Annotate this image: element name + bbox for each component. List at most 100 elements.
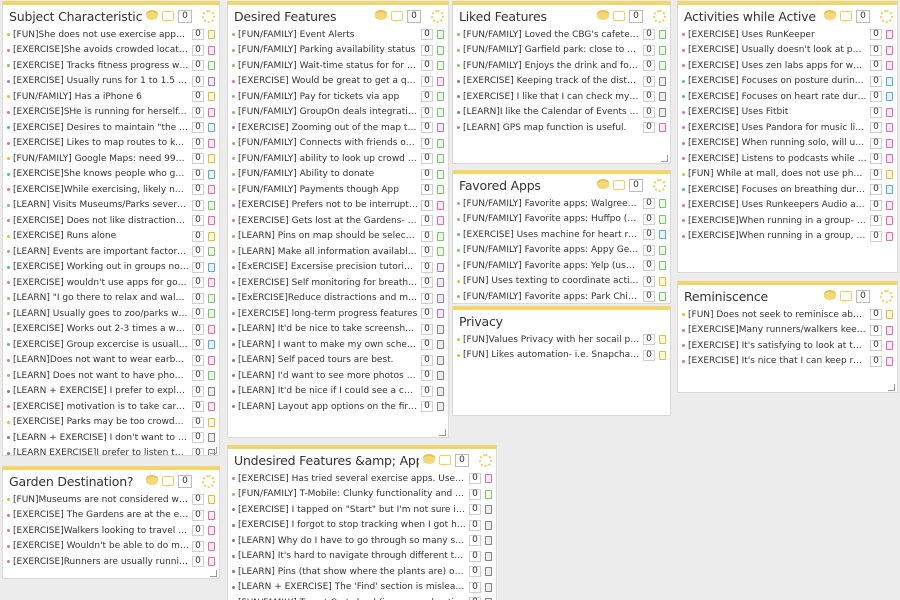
note-color-tag-icon[interactable] — [437, 386, 444, 396]
note-item[interactable]: [EXERCISE] Likes to map routes to keep t… — [5, 136, 219, 152]
note-item[interactable]: [EXERCISE] Uses machine for heart rate.0 — [455, 227, 670, 243]
note-color-tag-icon[interactable] — [437, 324, 444, 334]
note-color-tag-icon[interactable] — [208, 557, 215, 567]
note-text[interactable]: [EXERCISE] Uses Fitbit — [688, 107, 789, 118]
note-item[interactable]: [EXERCISE]SHe is running for herself. Pe… — [5, 105, 219, 121]
note-text[interactable]: [EXERCISE] Self monitoring for breathing… — [238, 277, 418, 288]
note-color-tag-icon[interactable] — [208, 402, 215, 412]
resize-handle-icon[interactable] — [210, 447, 217, 454]
note-color-tag-icon[interactable] — [886, 325, 893, 335]
note-color-tag-icon[interactable] — [208, 495, 215, 505]
note-item[interactable]: [EXERCISE] Zooming out of the map to see… — [230, 120, 448, 136]
note-item[interactable]: [LEARN]Does not want to wear earbuds bec… — [5, 353, 219, 369]
note-text[interactable]: [EXERCISE] I like that I can check my cu… — [463, 91, 640, 102]
note-item[interactable]: [EXERCISE] Keeping track of the distance… — [455, 74, 670, 90]
note-text[interactable]: [EXERCISE] Usually doesn't look at phone… — [688, 45, 867, 56]
stack-icon[interactable] — [146, 477, 158, 485]
note-text[interactable]: [EXERCISE] Keeping track of the distance… — [463, 76, 640, 87]
note-color-tag-icon[interactable] — [659, 276, 666, 286]
note-color-tag-icon[interactable] — [886, 341, 893, 351]
note-item[interactable]: [EXERCISE] I like that I can check my cu… — [455, 89, 670, 105]
note-color-tag-icon[interactable] — [208, 247, 215, 257]
stack-icon[interactable] — [375, 12, 387, 20]
note-color-tag-icon[interactable] — [886, 92, 893, 102]
note-color-tag-icon[interactable] — [886, 356, 893, 366]
note-text[interactable]: [FUN/FAMILY] Loved the CBG's cafeteria &… — [463, 29, 640, 40]
note-text[interactable]: [EXERCISE] Uses Pandora for music listen… — [688, 122, 867, 133]
note-item[interactable]: [LEARN] Usually goes to zoo/parks with 1… — [5, 306, 219, 322]
comment-icon[interactable] — [439, 455, 451, 466]
note-text[interactable]: [EXERCISE] Does not like distractions wh… — [13, 215, 189, 226]
note-text[interactable]: [EXERCISE] The Gardens are at the end of… — [13, 510, 189, 521]
note-color-tag-icon[interactable] — [886, 231, 893, 241]
note-text[interactable]: [LEARN] Self paced tours are best. — [238, 355, 394, 366]
note-color-tag-icon[interactable] — [886, 61, 893, 71]
note-text[interactable]: [FUN] While at mall, does not use phone … — [688, 169, 867, 180]
note-text[interactable]: [FUN/FAMILY] ability to look up crowd st… — [238, 153, 418, 164]
resize-handle-icon[interactable] — [210, 570, 217, 577]
note-text[interactable]: [EXERCISE] Uses machine for heart rate. — [463, 229, 640, 240]
note-text[interactable]: [LEARN] Pins on map should be selectable… — [238, 231, 418, 242]
note-text[interactable]: [ExERCISE]Reduce distractions and mainta… — [238, 293, 418, 304]
gear-icon[interactable] — [653, 178, 666, 192]
note-item[interactable]: [EXERCISE]When running in a group, phone… — [680, 229, 897, 245]
note-text[interactable]: [LEARN] Pins (that show where the plants… — [238, 566, 466, 577]
note-item[interactable]: [EXERCISE] Focuses on posture during wor… — [680, 74, 897, 90]
note-item[interactable]: [FUN/FAMILY] Favorite apps: Huffpo (Huff… — [455, 212, 670, 228]
note-text[interactable]: [EXERCISE] Uses zen labs apps for workin… — [688, 60, 867, 71]
note-color-tag-icon[interactable] — [886, 123, 893, 133]
note-item[interactable]: [EXERCISE] I tapped on "Start" but I'm n… — [230, 502, 496, 518]
note-item[interactable]: [EXERCISE]When running in a group- nobod… — [680, 213, 897, 229]
stack-icon[interactable] — [423, 456, 435, 464]
note-color-tag-icon[interactable] — [886, 76, 893, 86]
note-item[interactable]: [LEARN] It's hard to navigate through di… — [230, 549, 496, 565]
note-item[interactable]: [ExERCISE] Excersise precision tutorials… — [230, 260, 448, 276]
panel-title[interactable]: Reminiscence — [684, 288, 769, 304]
note-color-tag-icon[interactable] — [659, 92, 666, 102]
note-color-tag-icon[interactable] — [437, 169, 444, 179]
note-color-tag-icon[interactable] — [886, 30, 893, 40]
note-item[interactable]: [LEARN] Pins (that show where the plants… — [230, 564, 496, 580]
note-item[interactable]: [FUN/FAMILY] Enjoys the drink and food s… — [455, 58, 670, 74]
comment-icon[interactable] — [840, 291, 852, 302]
note-item[interactable]: [EXERCISE] Self monitoring for breathing… — [230, 275, 448, 291]
note-item[interactable]: [LEARN] It'd be nice if I could see a ca… — [230, 384, 448, 400]
note-text[interactable]: [EXERCISE] Zooming out of the map to see… — [238, 122, 418, 133]
comment-icon[interactable] — [613, 11, 625, 22]
note-item[interactable]: [EXERCISE] Uses Runkeepers Audio alerts … — [680, 198, 897, 214]
note-text[interactable]: [EXERCISE] When running solo, will usual… — [688, 138, 867, 149]
note-color-tag-icon[interactable] — [208, 30, 215, 40]
note-item[interactable]: [FUN/FAMILY] Favorite apps: Walgreen's a… — [455, 196, 670, 212]
note-text[interactable]: [LEARN EXERCISE]I prefer to listen to an… — [13, 448, 189, 456]
note-text[interactable]: [FUN/FAMILY] Pay for tickets via app — [238, 91, 400, 102]
note-color-tag-icon[interactable] — [886, 216, 893, 226]
note-text[interactable]: [EXERCISE] It's satisfying to look at th… — [688, 340, 867, 351]
note-text[interactable]: [FUN/FAMILY] Parking availability status — [238, 45, 416, 56]
gear-icon[interactable] — [880, 9, 893, 23]
note-text[interactable]: [FUN/FAMILY] T-Mobile: Clunky functional… — [238, 489, 466, 500]
note-item[interactable]: [EXERCISE]Walkers looking to travel shor… — [5, 523, 219, 539]
note-text[interactable]: [LEARN] It's hard to navigate through di… — [238, 551, 466, 562]
note-text[interactable]: [EXERCISE]SHe is running for herself. Pe… — [13, 107, 189, 118]
note-item[interactable]: [EXERCISE]While exercising, likely not b… — [5, 182, 219, 198]
note-color-tag-icon[interactable] — [659, 245, 666, 255]
note-text[interactable]: [EXERCISE]She knows people who go to the… — [13, 169, 189, 180]
note-text[interactable]: [LEARN] I'd want to see more photos of t… — [238, 370, 418, 381]
note-text[interactable]: [EXERCISE] Focuses on breathing during w… — [688, 184, 867, 195]
note-item[interactable]: [FUN/FAMILY] ability to look up crowd st… — [230, 151, 448, 167]
panel-subject-characteristics[interactable]: Subject Characteristics 0 [FUN]She does … — [2, 1, 220, 456]
note-item[interactable]: [EXERCISE] Does not like distractions wh… — [5, 213, 219, 229]
note-item[interactable]: [EXERCISE] Usually doesn't look at phone… — [680, 43, 897, 59]
note-item[interactable]: [LEARN] I want to make my own schedule t… — [230, 337, 448, 353]
comment-icon[interactable] — [613, 180, 625, 191]
stack-icon[interactable] — [146, 12, 158, 20]
note-color-tag-icon[interactable] — [208, 169, 215, 179]
note-text[interactable]: [EXERCISE]While exercising, likely not b… — [13, 184, 189, 195]
note-color-tag-icon[interactable] — [208, 324, 215, 334]
note-color-tag-icon[interactable] — [485, 567, 492, 577]
note-color-tag-icon[interactable] — [485, 505, 492, 515]
